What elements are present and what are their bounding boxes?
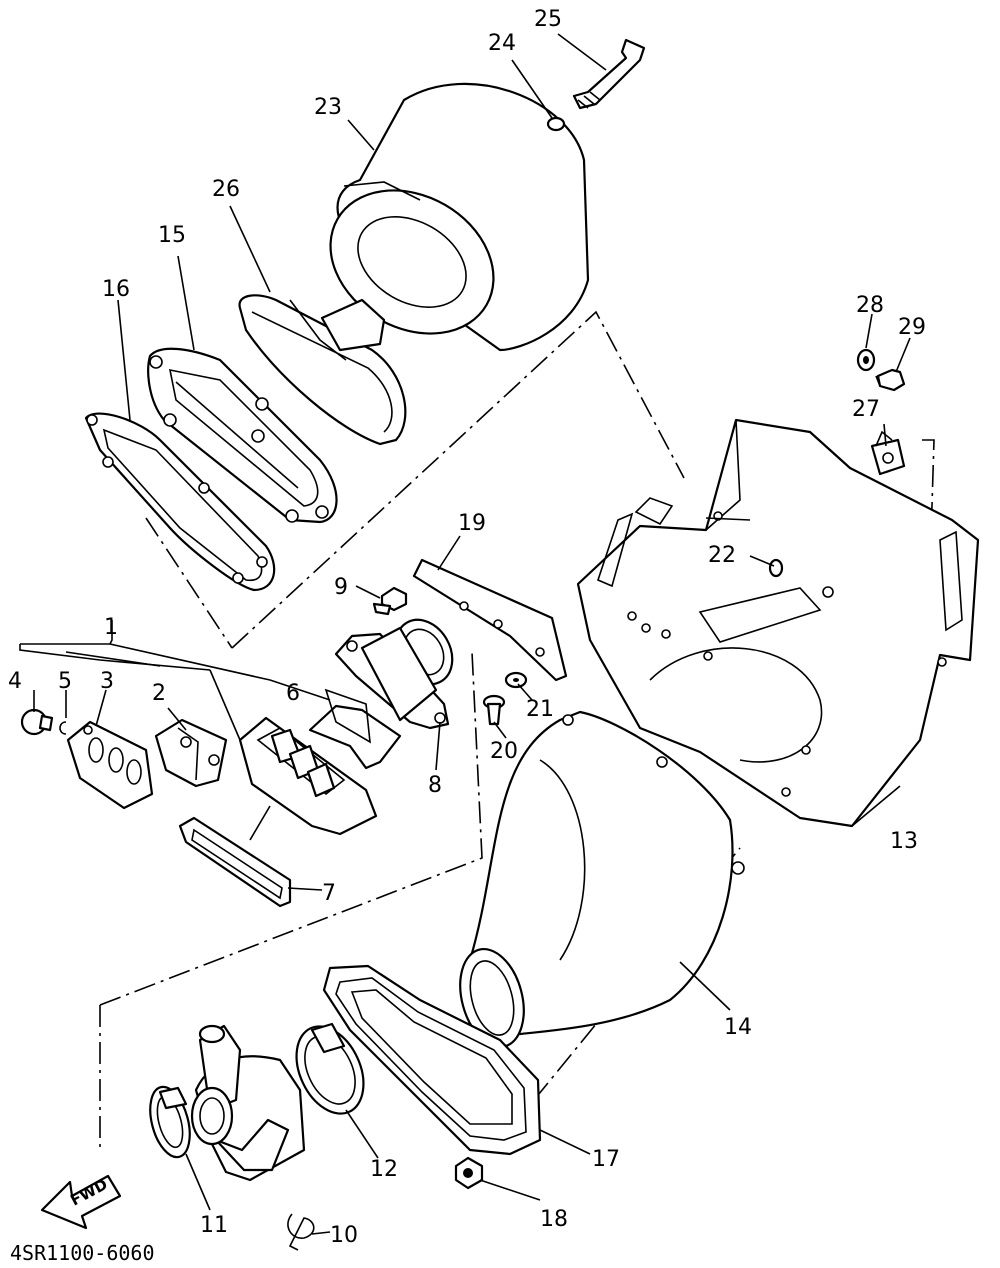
part-9-bolt <box>372 586 408 616</box>
part-6-reed-valve-body <box>308 688 402 770</box>
part-22-washer <box>768 558 784 578</box>
reed-valve-assembly <box>238 716 378 836</box>
callout-27: 27 <box>852 397 880 422</box>
callout-15: 15 <box>158 223 186 248</box>
callout-2: 2 <box>152 681 166 706</box>
part-17-gasket-plate <box>322 964 542 1156</box>
part-27-clip <box>870 430 906 476</box>
callout-8: 8 <box>428 773 442 798</box>
part-24-washer <box>546 116 566 132</box>
callout-7: 7 <box>322 881 336 906</box>
callout-28: 28 <box>856 293 884 318</box>
part-28-washer <box>856 348 876 372</box>
part-18-nut <box>454 1156 484 1190</box>
callout-11: 11 <box>200 1213 228 1238</box>
callout-24: 24 <box>488 31 516 56</box>
part-13-air-box <box>576 418 980 828</box>
part-4-screw <box>20 708 54 736</box>
part-12-clamp-band <box>295 1022 365 1115</box>
part-26-filter-guide <box>238 294 407 446</box>
callout-21: 21 <box>526 697 554 722</box>
part-2-reed-petal <box>154 718 228 788</box>
part-23-filter-element <box>329 82 590 352</box>
callout-18: 18 <box>540 1207 568 1232</box>
part-10-wire-clip <box>287 1213 315 1251</box>
part-3-reed-stopper <box>66 720 154 810</box>
callout-16: 16 <box>102 277 130 302</box>
part-11-carburetor-clamp <box>149 1024 306 1182</box>
part-29-bolt <box>875 368 906 392</box>
leader-lines <box>19 33 911 1235</box>
callout-13: 13 <box>890 829 918 854</box>
callout-14: 14 <box>724 1015 752 1040</box>
part-20-screw <box>482 694 506 726</box>
callout-29: 29 <box>898 315 926 340</box>
callout-25: 25 <box>534 7 562 32</box>
part-8-manifold-joint <box>334 618 454 730</box>
part-5-lock-washer <box>59 721 67 735</box>
figure-code: 4SR1100-6060 <box>10 1241 155 1265</box>
callout-numbers: 1 2 3 4 5 6 7 8 9 10 11 12 13 14 15 16 1… <box>8 7 926 1248</box>
part-25-wing-bolt <box>572 38 646 110</box>
part-15-filter-case-plate <box>147 347 338 524</box>
callout-19: 19 <box>458 511 486 536</box>
callout-12: 12 <box>370 1157 398 1182</box>
callout-17: 17 <box>592 1147 620 1172</box>
part-21-washer <box>504 671 528 689</box>
callout-4: 4 <box>8 669 22 694</box>
callout-26: 26 <box>212 177 240 202</box>
callout-10: 10 <box>330 1223 358 1248</box>
fwd-direction-arrow: FWD <box>40 1174 122 1230</box>
callout-20: 20 <box>490 739 518 764</box>
callout-1: 1 <box>104 615 118 640</box>
callout-3: 3 <box>100 669 114 694</box>
callout-9: 9 <box>334 575 348 600</box>
part-19-bracket-plate <box>412 558 568 682</box>
callout-23: 23 <box>314 95 342 120</box>
part-7-gasket <box>178 816 292 908</box>
callout-5: 5 <box>58 669 72 694</box>
callout-6: 6 <box>286 681 300 706</box>
callout-22: 22 <box>708 543 736 568</box>
part-16-gasket <box>84 412 276 592</box>
